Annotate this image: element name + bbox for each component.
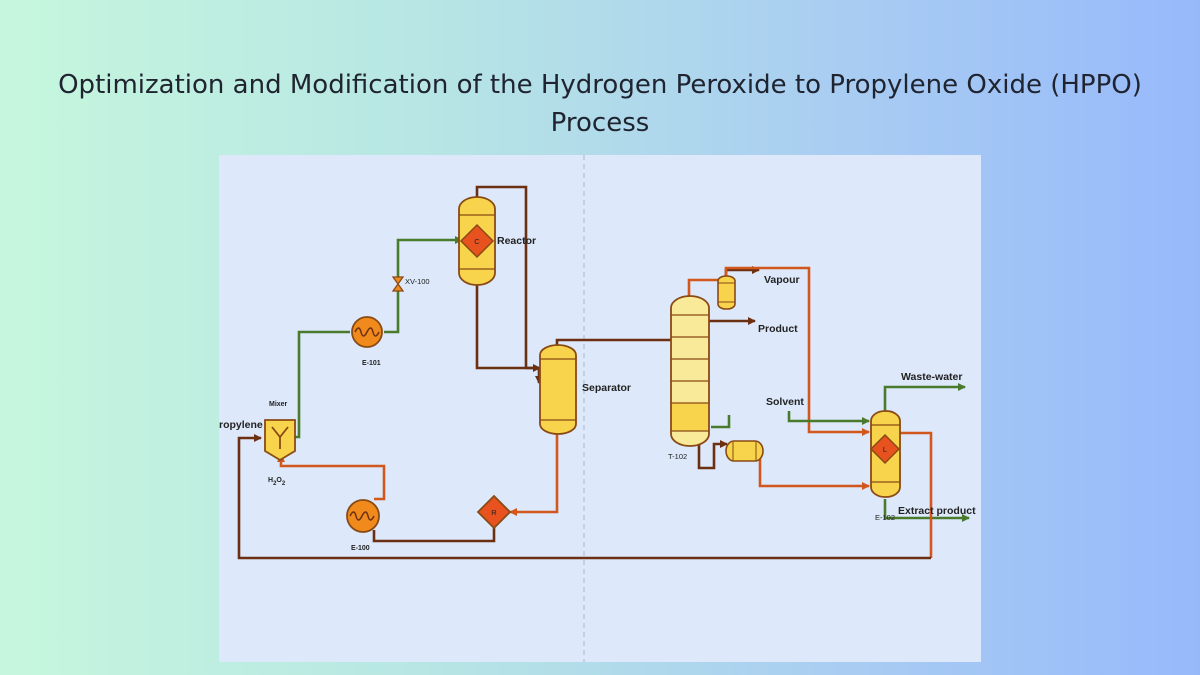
e102-label: E-102 (875, 513, 895, 522)
e101-label: E-101 (362, 360, 381, 367)
reactor-tag: C (474, 237, 480, 246)
stream-vapour-to-extractor (724, 266, 870, 436)
stream-extract-product-out (883, 499, 970, 522)
stream-separator-to-column (555, 336, 690, 347)
separator-label: Separator (582, 382, 631, 394)
h2o2-label: H2O2 (268, 477, 286, 487)
separator-vessel (539, 344, 577, 435)
valve-label: XV-100 (405, 277, 430, 286)
extractor-e102: L (869, 410, 901, 498)
reboiler-drum (725, 440, 764, 462)
distillation-column-t102 (670, 295, 710, 447)
stream-separator-to-regenerator (509, 433, 559, 516)
title-line-2: Process (550, 108, 650, 138)
process-diagram-panel: C Reactor XV-100 E-101 Mixer ropylene H2… (219, 155, 981, 662)
process-flow-diagram: C Reactor XV-100 E-101 Mixer ropylene H2… (219, 155, 976, 662)
product-label: Product (758, 323, 798, 335)
mixer-label: Mixer (269, 401, 288, 408)
regenerator-tag: R (491, 508, 497, 517)
stream-waste-water-out (883, 383, 966, 412)
reactor-catalyst-diamond (459, 223, 495, 259)
mixer-vessel (264, 419, 296, 462)
heat-exchanger-e101 (351, 316, 383, 348)
reactor-vessel: C (458, 196, 496, 286)
reactor-label: Reactor (497, 235, 536, 247)
solvent-label: Solvent (766, 396, 804, 408)
title-line-1: Optimization and Modification of the Hyd… (58, 70, 1142, 100)
stream-reboiler-to-extractor (758, 451, 870, 490)
stream-reboiler-return (711, 415, 731, 429)
waste-water-label: Waste-water (901, 371, 962, 383)
vapour-label: Vapour (764, 274, 800, 286)
extract-product-label: Extract product (898, 505, 976, 517)
stream-mixer-to-e101 (293, 330, 350, 439)
stream-column-to-reboiler (697, 440, 728, 470)
stream-recycle-to-mixer (237, 434, 931, 560)
condenser-drum (717, 275, 736, 310)
propylene-label: ropylene (219, 419, 263, 431)
stream-solvent-in (787, 411, 870, 425)
stream-e101-to-valve (384, 291, 400, 334)
extractor-diamond (869, 433, 901, 465)
valve-xv-100 (391, 276, 405, 292)
extractor-tag: L (883, 445, 887, 454)
t102-label: T-102 (668, 452, 687, 461)
stream-reactor-bottom-to-separator (475, 285, 543, 384)
regenerator-diamond: R (476, 494, 512, 530)
slide-title: Optimization and Modification of the Hyd… (0, 66, 1200, 142)
heat-exchanger-e100 (346, 499, 380, 533)
stream-e100-to-mixer (277, 454, 386, 501)
stream-valve-to-reactor (396, 236, 463, 277)
stream-regenerator-to-e100 (372, 524, 496, 543)
e100-label: E-100 (351, 545, 370, 552)
stream-extractor-recycle-riser (900, 431, 933, 558)
